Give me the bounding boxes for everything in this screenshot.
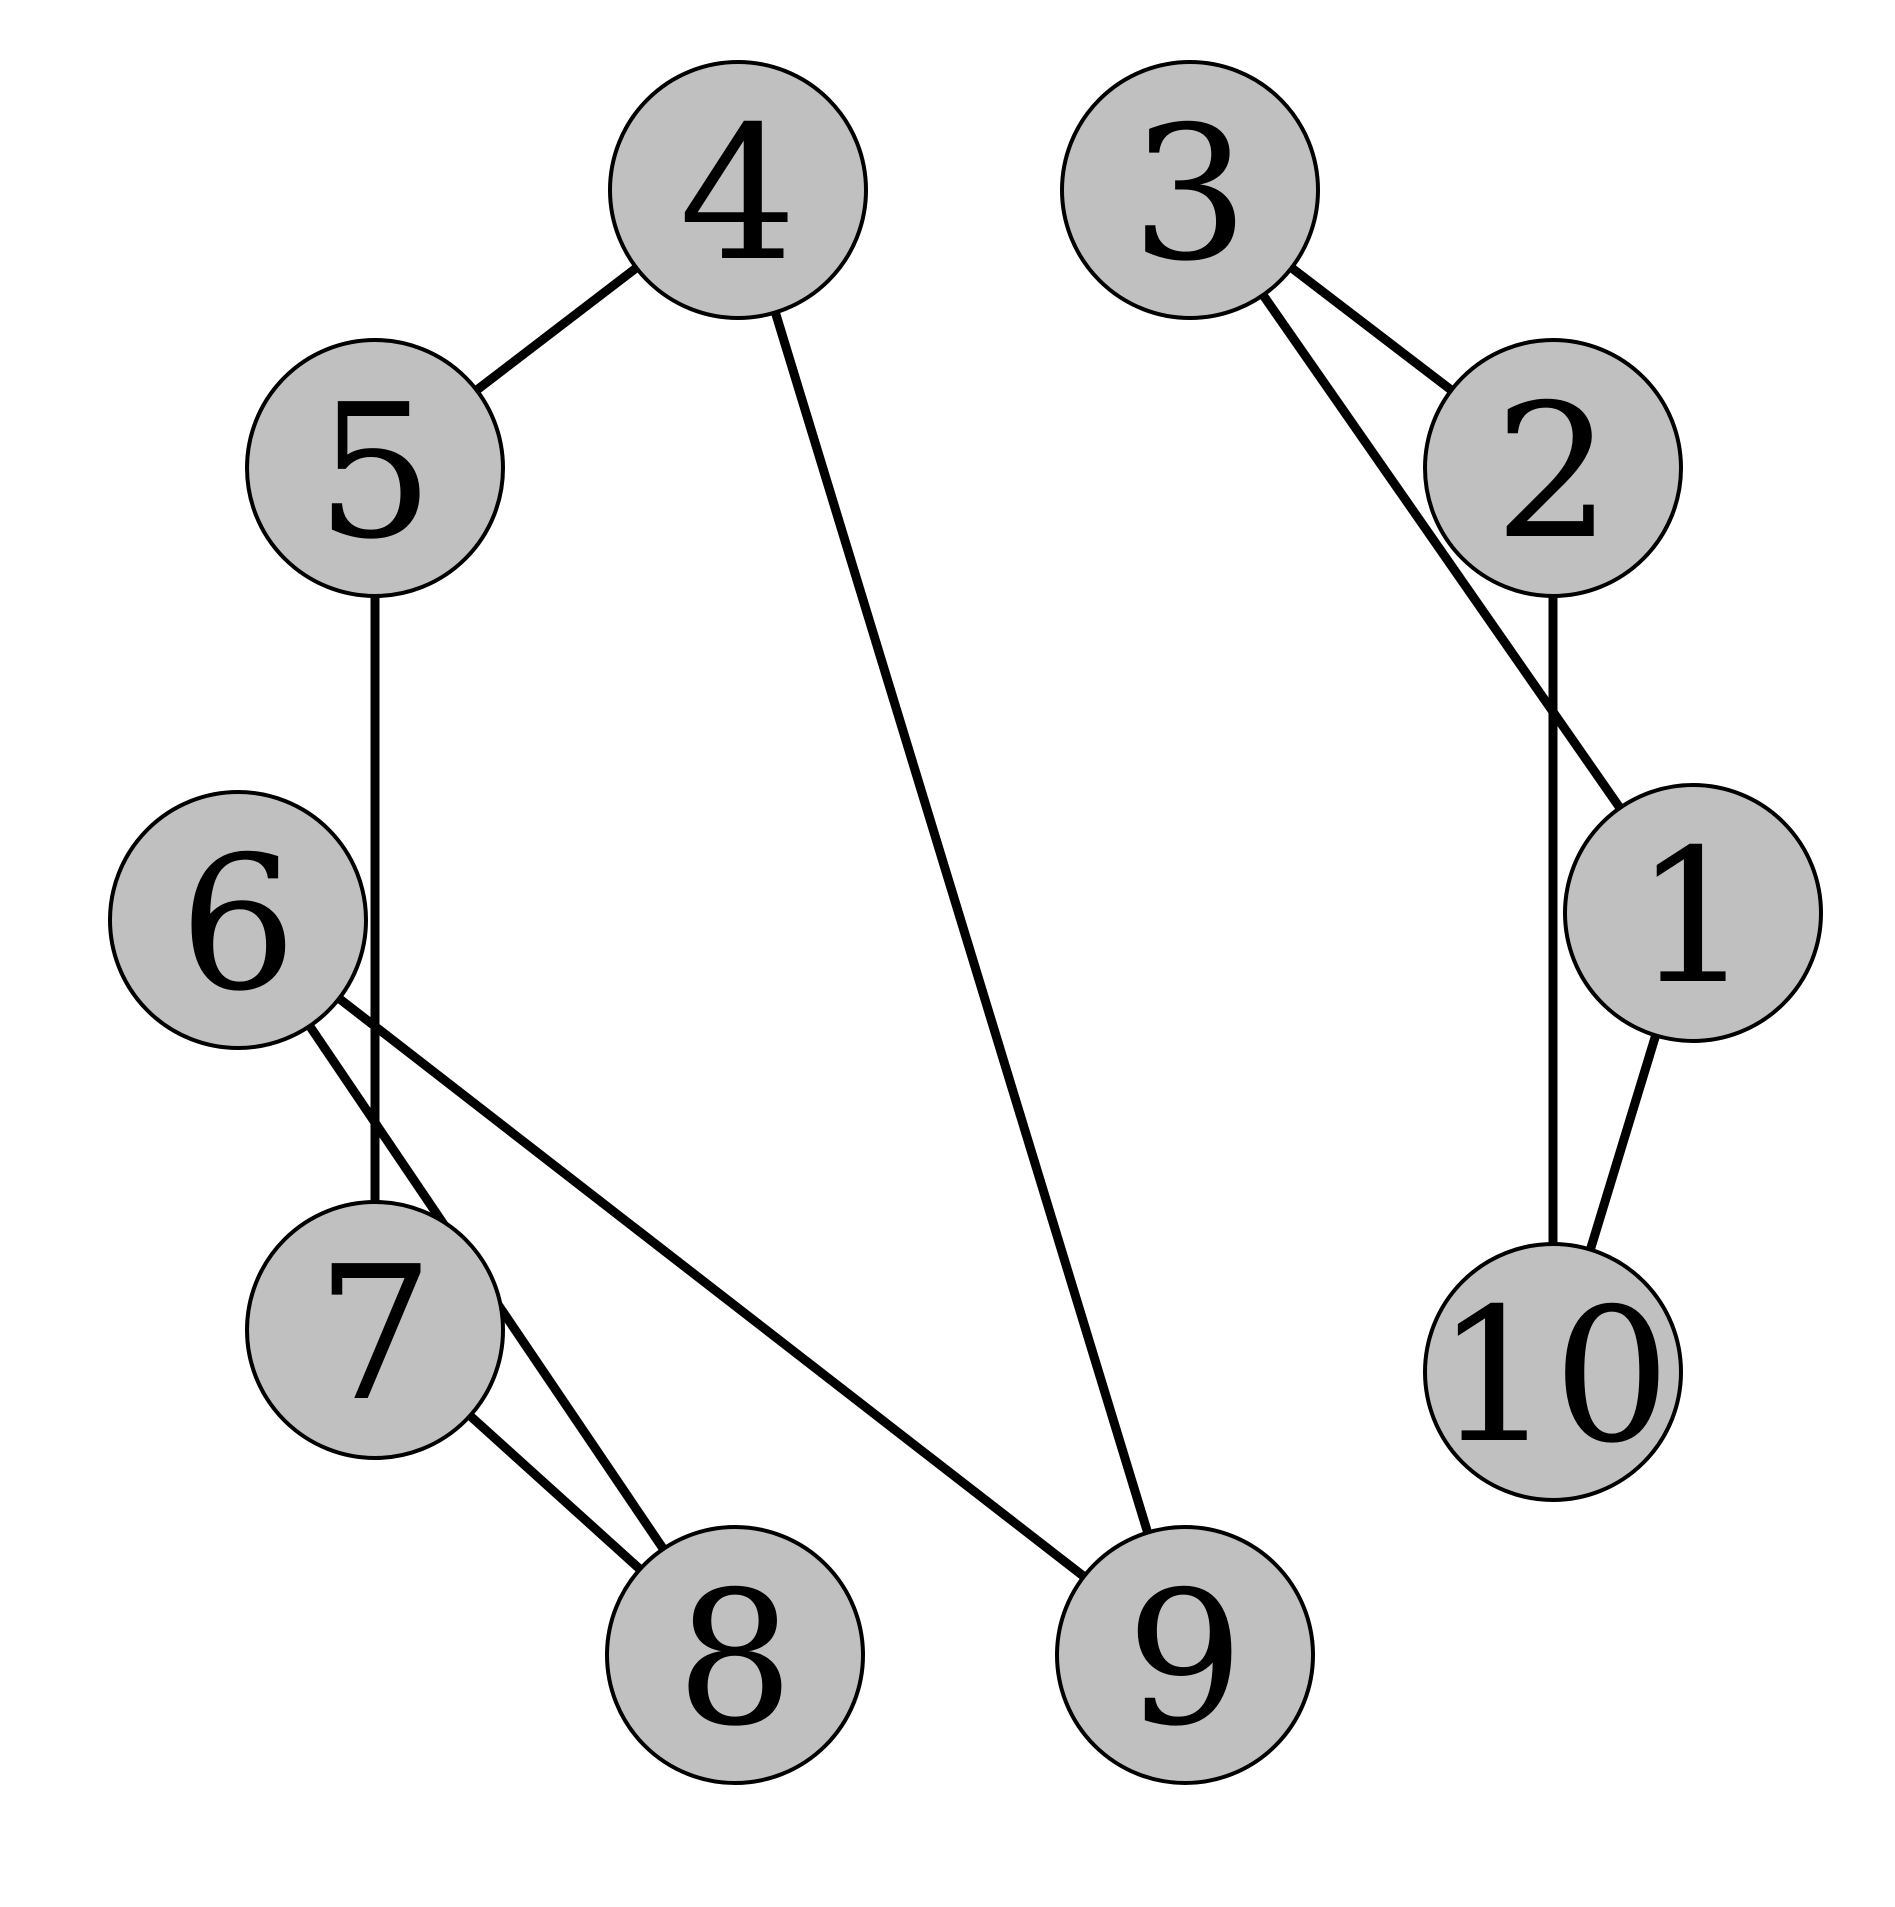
graph-node-label-5: 5 bbox=[316, 364, 434, 580]
graph-node-7[interactable]: 7 bbox=[245, 1200, 505, 1460]
graph-node-10[interactable]: 10 bbox=[1423, 1242, 1683, 1502]
graph-edge-3-1 bbox=[1257, 289, 1626, 814]
graph-node-label-4: 4 bbox=[679, 86, 797, 302]
graph-node-label-6: 6 bbox=[179, 816, 297, 1032]
graph-node-circle-1[interactable] bbox=[1563, 783, 1823, 1043]
edge-layer bbox=[303, 261, 1662, 1583]
graph-edge-4-9 bbox=[769, 307, 1154, 1538]
graph-node-circle-2[interactable] bbox=[1423, 338, 1683, 598]
graph-node-label-3: 3 bbox=[1131, 86, 1249, 302]
graph-node-label-2: 2 bbox=[1494, 364, 1612, 580]
graph-node-circle-9[interactable] bbox=[1055, 1525, 1315, 1785]
graph-edge-4-5 bbox=[470, 261, 643, 397]
graph-edge-1-10 bbox=[1584, 1030, 1662, 1255]
graph-node-label-1: 1 bbox=[1634, 809, 1752, 1025]
graph-edge-3-2 bbox=[1285, 261, 1458, 397]
graph-node-6[interactable]: 6 bbox=[108, 790, 368, 1050]
graph-node-circle-8[interactable] bbox=[605, 1525, 865, 1785]
graph-node-2[interactable]: 2 bbox=[1423, 338, 1683, 598]
graph-node-circle-6[interactable] bbox=[108, 790, 368, 1050]
graph-node-1[interactable]: 1 bbox=[1563, 783, 1823, 1043]
graph-node-4[interactable]: 4 bbox=[608, 60, 868, 320]
graph-node-3[interactable]: 3 bbox=[1060, 60, 1320, 320]
graph-node-9[interactable]: 9 bbox=[1055, 1525, 1315, 1785]
node-layer: 1 2 3 4 5 67 8 9 10 bbox=[108, 60, 1823, 1785]
graph-node-8[interactable]: 8 bbox=[605, 1525, 865, 1785]
graph-node-label-7: 7 bbox=[316, 1226, 434, 1442]
graph-node-circle-5[interactable] bbox=[245, 338, 505, 598]
graph-node-5[interactable]: 5 bbox=[245, 338, 505, 598]
graph-node-circle-4[interactable] bbox=[608, 60, 868, 320]
graph-node-circle-3[interactable] bbox=[1060, 60, 1320, 320]
graph-node-label-8: 8 bbox=[676, 1551, 794, 1767]
graph-node-circle-10[interactable] bbox=[1423, 1242, 1683, 1502]
graph-node-label-9: 9 bbox=[1126, 1551, 1244, 1767]
graph-node-circle-7[interactable] bbox=[245, 1200, 505, 1460]
graph-node-label-10: 10 bbox=[1435, 1268, 1670, 1484]
graph-edge-6-9 bbox=[333, 992, 1090, 1583]
graph-edge-7-8 bbox=[464, 1409, 646, 1576]
